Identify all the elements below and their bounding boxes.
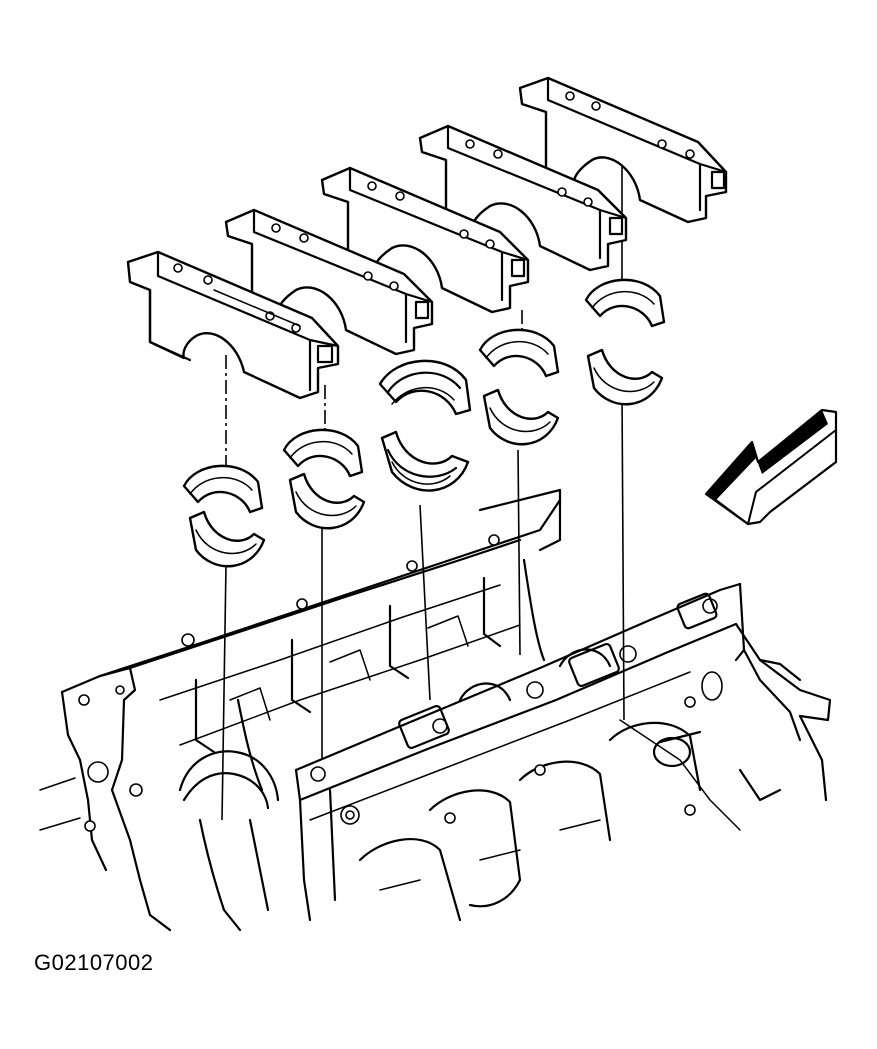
bearing-shell-pair-5 [584,278,666,406]
bearing-cap-4 [418,124,628,272]
bearing-shell-pair-2 [282,428,366,530]
view-direction-arrow-icon [704,408,838,526]
bearing-shell-pair-1 [182,464,266,568]
bearing-shell-pair-4 [478,328,560,446]
bearing-shell-pair-3 [378,359,472,492]
alignment-guide-lines [221,165,625,821]
figure-id-label: G02107002 [34,950,154,975]
bearing-cap-1 [126,250,340,400]
engine-block [39,488,832,932]
